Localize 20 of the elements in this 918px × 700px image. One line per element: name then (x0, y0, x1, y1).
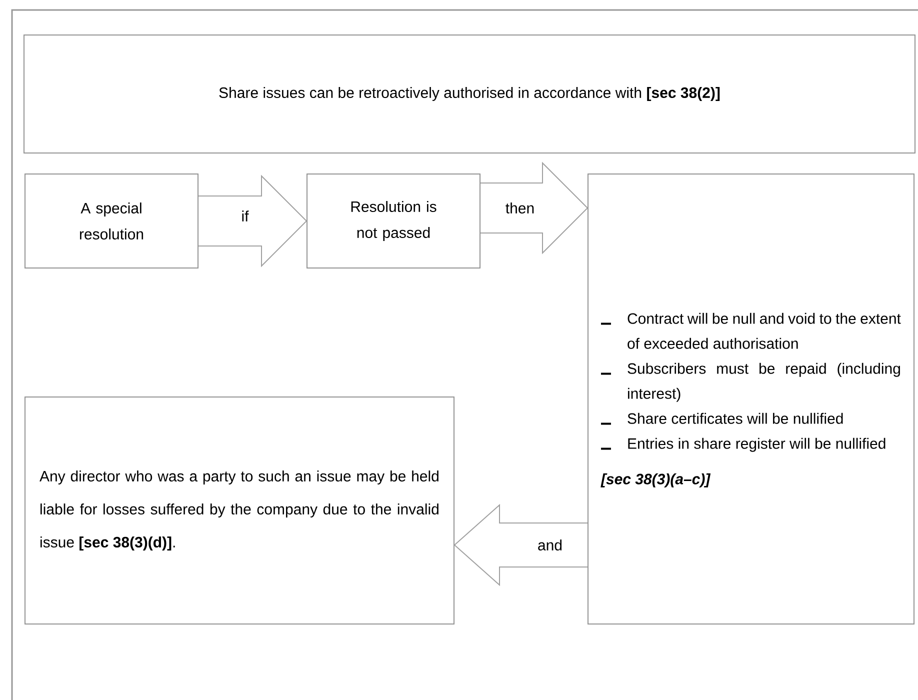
list-item: Contract will be null and void to the extent of exceeded authorisation (628, 312, 901, 349)
text-box (24, 34, 916, 154)
edge-label: if (242, 210, 249, 222)
list-item: Entries in share register will be nullified (628, 438, 886, 452)
note-text: Any director who was a party to such an issue may be held liable for losses suffered by the company due to the invalid issue [sec 38(3)(d)]. (40, 470, 438, 550)
block-arrow (454, 504, 588, 586)
text-box (24, 174, 198, 268)
heading-text: Share issues can be retroactively authorised in accordance with [sec 38(2)] (219, 87, 720, 101)
edge-label: then (506, 202, 534, 214)
box-text: A special resolution (80, 202, 144, 240)
text-box (588, 174, 914, 624)
list-item: Share certificates will be nullified (628, 412, 843, 424)
box-text: Resolution is not passed (351, 201, 436, 241)
list-item: Subscribers must be repaid (including interest) (628, 362, 900, 402)
text-box (306, 174, 480, 268)
edge-label: and (538, 539, 562, 550)
text-box (24, 396, 454, 624)
block-arrow (198, 174, 308, 268)
block-arrow (480, 162, 588, 254)
section-reference: [sec 38(3)(a–c)] (600, 473, 711, 488)
